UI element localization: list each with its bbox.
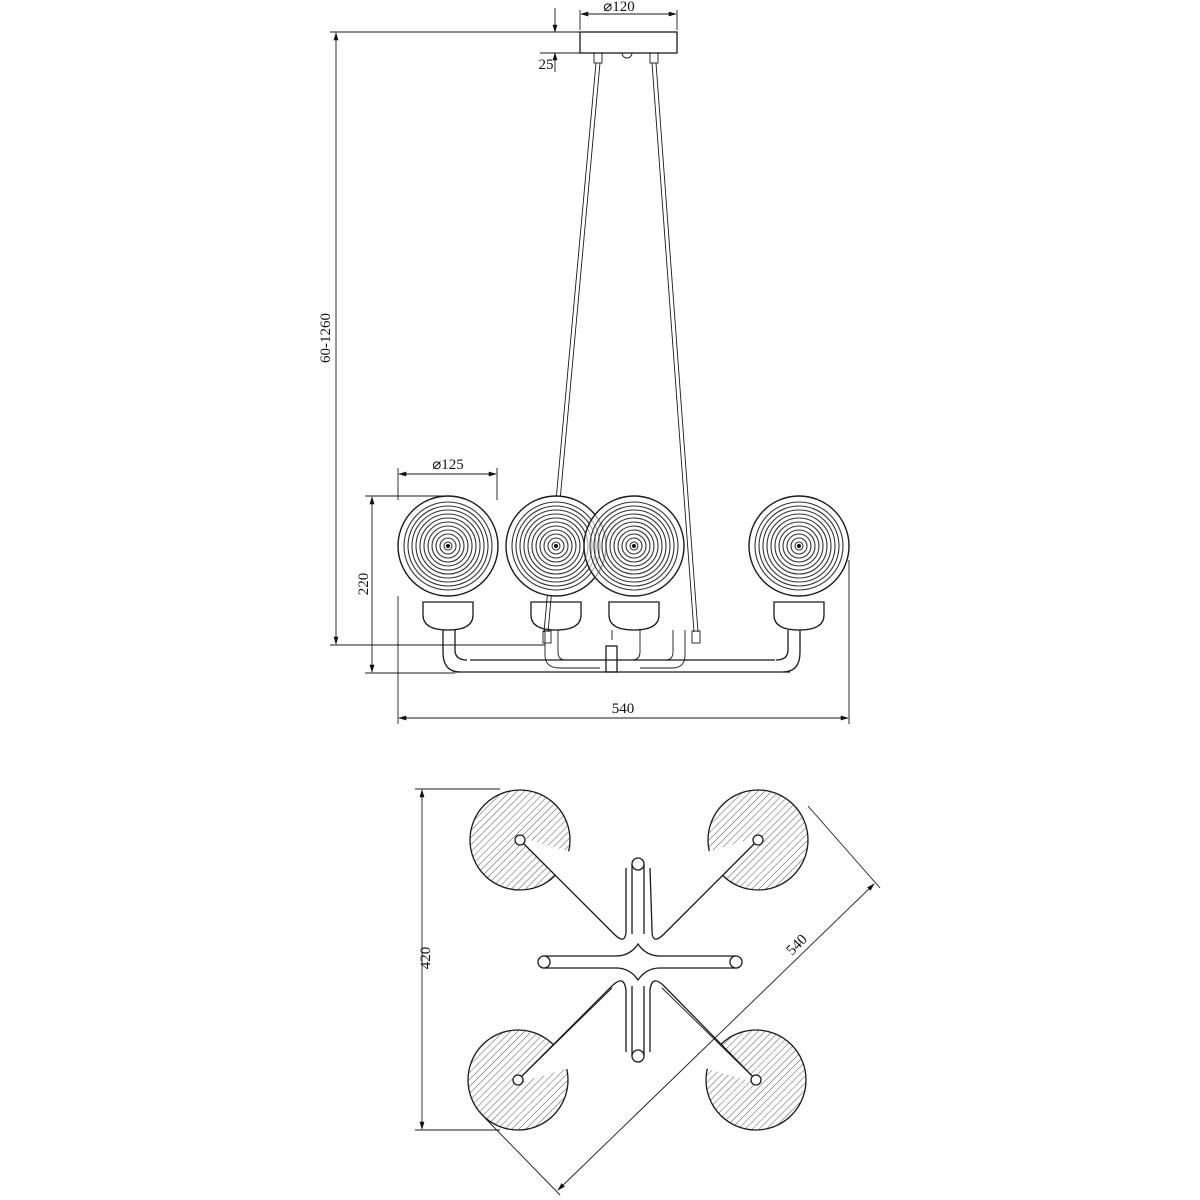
globe-ring (601, 513, 667, 579)
globe-ring (617, 529, 651, 563)
globe-ring (531, 521, 581, 571)
dim-label-canopy-height: 25 (539, 57, 554, 73)
top-view: 420 540 (415, 788, 881, 1196)
dim-width-front: 540 (397, 560, 850, 724)
globe-ring (435, 533, 461, 559)
globe-ring (758, 505, 840, 587)
globe-ring (762, 509, 836, 583)
globe-ring (415, 513, 481, 579)
dim-canopy-diameter: ⌀120 (579, 0, 678, 30)
globe-ring (403, 501, 493, 591)
canopy (579, 31, 678, 64)
globe-ring (625, 537, 643, 555)
dim-arm-height: 220 (356, 495, 455, 674)
globe-front-4 (748, 495, 850, 631)
dim-label-canopy-diameter: ⌀120 (603, 0, 635, 15)
globe-center (554, 544, 558, 548)
globe-ring (770, 517, 828, 575)
globe-center (632, 544, 636, 548)
globe-front-1 (397, 495, 499, 631)
dim-overall-height: 60-1260 (318, 31, 578, 646)
globe-ring (543, 533, 569, 559)
globe-ring (754, 501, 844, 591)
dim-shade-diameter: ⌀125 (397, 457, 498, 500)
globe-ring (407, 505, 489, 587)
globe-ring (419, 517, 477, 575)
globe-ring (439, 537, 457, 555)
dim-canopy-height: 25 (539, 8, 580, 73)
dim-label-arm-height: 220 (356, 573, 372, 596)
globe-ring (774, 521, 824, 571)
globe-ring (411, 509, 485, 583)
globe-center (797, 544, 801, 548)
dim-label-diagonal-top: 540 (784, 932, 811, 959)
globe-ring (790, 537, 808, 555)
globe-ring (547, 537, 565, 555)
globe-ring (589, 501, 679, 591)
globe-center (446, 544, 450, 548)
globe-ring (427, 525, 469, 567)
globe-ring (539, 529, 573, 563)
dim-label-overall-height: 60-1260 (318, 313, 334, 363)
globe-ring (766, 513, 832, 579)
globe-ring (786, 533, 812, 559)
globe-ring (629, 541, 639, 551)
frame-arms (442, 630, 801, 673)
globe-ring (605, 517, 663, 575)
globe-ring (597, 509, 671, 583)
globe-ring (613, 525, 655, 567)
globe-ring (593, 505, 675, 587)
globe-ring (794, 541, 804, 551)
dim-label-depth-top: 420 (418, 947, 434, 970)
dim-label-width-front: 540 (612, 701, 635, 717)
globe-ring (535, 525, 577, 567)
globe-ring (423, 521, 473, 571)
globe-ring (431, 529, 465, 563)
globe-ring (778, 525, 820, 567)
dim-label-shade-diameter: ⌀125 (432, 457, 464, 473)
globe-ring (782, 529, 816, 563)
globe-ring (551, 541, 561, 551)
globe-ring (621, 533, 647, 559)
dim-depth-top: 420 (415, 788, 500, 1131)
front-view: ⌀120 25 60-1260 ⌀125 (318, 0, 850, 724)
globe-front-2 (505, 495, 607, 631)
globe-front-3 (583, 495, 685, 631)
globe-ring (443, 541, 453, 551)
globe-ring (609, 521, 659, 571)
